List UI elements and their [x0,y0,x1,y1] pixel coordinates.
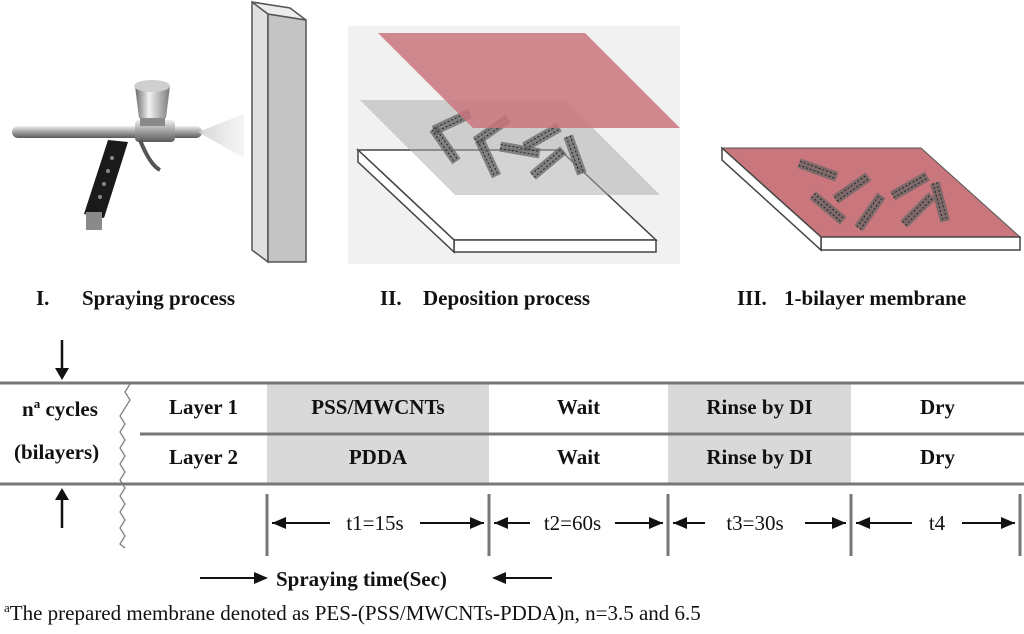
layer-label: Layer 2 [168,445,239,469]
arrow-left-icon [272,517,286,529]
layer-label: Layer 1 [168,395,239,419]
footnote-marker: a [33,396,41,411]
cell-shaded [267,434,489,484]
process-table [0,340,1024,549]
timing-label: t3=30s [726,511,784,535]
panel-numeral: I. [36,286,50,310]
cycles-n: n [22,397,34,421]
cell-shaded [668,434,851,484]
spraying-time-label: Spraying time(Sec) [276,567,447,591]
wall-substrate [251,0,307,264]
arrow-right-icon [1001,517,1015,529]
step-cell: Wait [556,395,601,419]
arrow-right-icon [832,517,846,529]
cycles-text: cycles [40,397,98,421]
panel-title: Deposition process [423,286,591,310]
footnote: aThe prepared membrane denoted as PES-(P… [4,600,701,626]
spray-cone [198,114,244,158]
arrow-left-icon [673,517,687,529]
footnote-marker: a [4,600,10,615]
arrow-right-icon [649,517,663,529]
step-cell: Wait [556,445,601,469]
timing-label: t4 [928,511,946,535]
timing-arrows [200,517,1015,584]
cell-shaded [267,384,489,434]
panel-title: Spraying process [82,286,236,310]
step-cell: Dry [920,395,955,419]
arrow-down-icon [55,368,69,380]
footnote-text: The prepared membrane denoted as PES-(PS… [9,601,701,625]
step-cell: PSS/MWCNTs [311,395,445,419]
step-cell: Dry [920,445,955,469]
arrow-left-icon [856,517,870,529]
arrow-left-icon [494,517,508,529]
panel-title: 1-bilayer membrane [784,286,967,310]
panel-numeral: II. [380,286,402,310]
arrow-right-icon [470,517,484,529]
timing-label: t1=15s [346,511,404,535]
cycles-label: na cycles [22,396,98,422]
step-cell: PDDA [348,445,408,469]
timing-row [265,494,1022,556]
arrow-up-icon [55,488,69,500]
break-line [119,383,131,549]
membrane-illustration [720,146,1022,252]
step-cell: Rinse by DI [706,445,813,469]
cell-shaded [668,384,851,434]
arrow-right-icon [254,572,268,584]
arrow-left-icon [492,572,506,584]
timing-label: t2=60s [543,511,602,535]
bilayers-label: (bilayers) [14,440,100,464]
airbrush-icon [12,80,202,230]
panel-numeral: III. [737,286,767,310]
step-cell: Rinse by DI [706,395,813,419]
deposition-illustration [348,26,680,264]
